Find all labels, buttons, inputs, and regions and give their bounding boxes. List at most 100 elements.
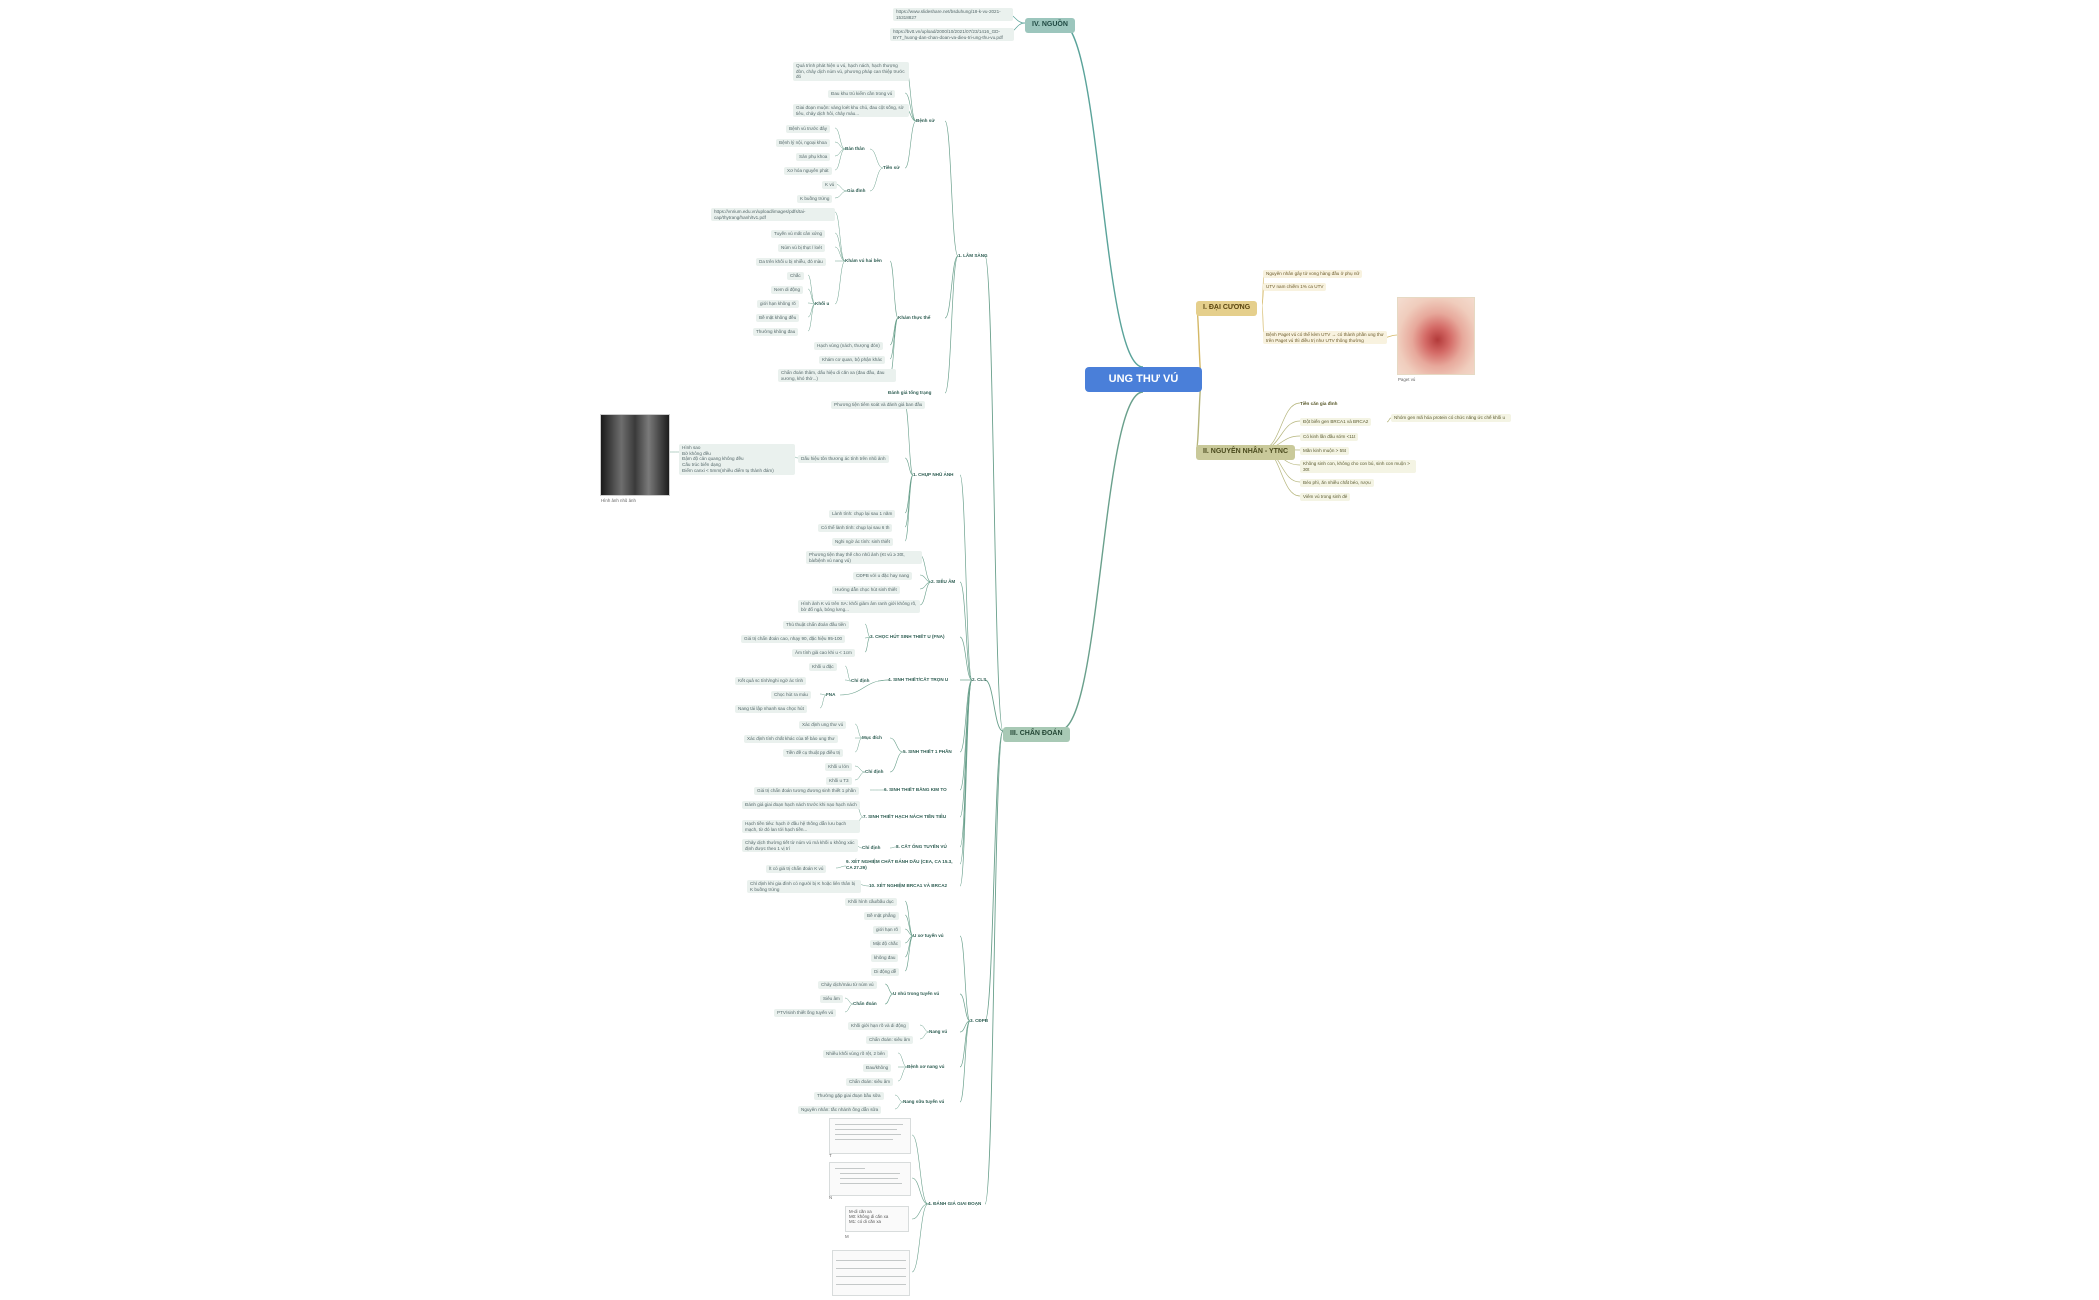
- connector: [835, 865, 847, 869]
- paget-breast-photo: [1397, 297, 1475, 375]
- staging-n-thumbnail[interactable]: [829, 1162, 911, 1196]
- ddx-fibroadenoma-item: không đau: [871, 954, 899, 962]
- cls-label[interactable]: 2. CLS: [972, 677, 987, 682]
- branch-sources[interactable]: IV. NGUỒN: [1025, 18, 1075, 33]
- connector: [894, 1101, 904, 1110]
- connector: [834, 148, 846, 171]
- staging-t-caption: T: [829, 1153, 832, 1158]
- cls-partial-item: Tiền đề cụ thuật pp điều trị: [783, 749, 844, 757]
- staging-table-thumbnail[interactable]: [832, 1250, 910, 1296]
- connector: [959, 1020, 971, 1033]
- clinical-breast-exam-link[interactable]: https://vnrium.edu.vn/upload/images/pdfs…: [711, 208, 835, 222]
- ddx-fibroadenoma-item: Khối hình cầu/bầu dục: [845, 898, 897, 906]
- clinical-mass-item: giới hạn không rõ: [757, 300, 799, 308]
- cls-mammo-item: Dấu hiệu tôn thương ác tính trên nhũ ảnh: [798, 455, 889, 463]
- clinical-label[interactable]: 1. LÂM SÀNG: [958, 253, 988, 258]
- root-topic[interactable]: UNG THƯ VÚ: [1085, 367, 1202, 392]
- clinical-breast-exam-item: Núm vú bị thụt / loét: [778, 244, 825, 252]
- cls-core-item: Kết quả sc tính/nghi ngờ ác tính: [735, 677, 807, 685]
- ddx-galactocele-label[interactable]: Nang sữa tuyến vú: [903, 1099, 945, 1104]
- connector: [904, 120, 917, 169]
- cls-needle-label[interactable]: 6. SINH THIẾT BẰNG KIM TO: [884, 787, 947, 792]
- cls-core-indication-label: Chỉ định: [851, 678, 870, 683]
- cls-core-item: Chọc hút ra máu: [771, 691, 811, 699]
- causes-item: Đột biến gen BRCA1 và BRCA2: [1300, 418, 1372, 426]
- cls-markers-label[interactable]: 9. XÉT NGHIỆM CHẤT ĐÁNH DẤU (CEA, CA 15.…: [846, 859, 953, 870]
- clinical-history-item: Đau khu trú kiểm cần trong vú: [828, 90, 896, 98]
- mammogram-image: [600, 414, 670, 496]
- connector: [944, 255, 959, 394]
- source-link-1[interactable]: https://www.slideshare.net/bsduhung/18-k…: [893, 8, 1013, 22]
- ddx-galactocele-item: Nguyên nhân: tắc nhánh ống dẫn sữa: [798, 1106, 882, 1114]
- cls-sentinel-label[interactable]: 7. SINH THIẾT HẠCH NÁCH TIỀN TIÊU: [863, 814, 947, 819]
- clinical-past-label: Tiền sử: [883, 165, 900, 170]
- connector: [844, 665, 852, 682]
- connector: [904, 457, 914, 476]
- connector: [889, 317, 899, 360]
- connector: [869, 167, 884, 192]
- cls-us-label[interactable]: 2. SIÊU ÂM: [931, 579, 956, 584]
- connector: [919, 1024, 930, 1033]
- connector: [854, 765, 866, 773]
- causes-item: Béo phì, ăn nhiều chất béo, rượu: [1300, 479, 1374, 487]
- ddx-fibroadenoma-label[interactable]: U xơ tuyến vú: [913, 933, 944, 938]
- causes-note: Nhóm gen mã hóa protein có chức năng ức …: [1391, 414, 1511, 422]
- staging-m-thumbnail[interactable]: M-di căn xa M0: không di căn xa M1: có d…: [845, 1206, 909, 1232]
- clinical-self-item: Xơ hóa nguyên phát: [784, 167, 832, 175]
- ddx-papilloma-item: Chảy dịch/máu từ núm vú: [818, 981, 877, 989]
- branch-causes[interactable]: II. NGUYÊN NHÂN - YTNC: [1196, 445, 1296, 460]
- causes-family-history: Tiền căn gia đình: [1300, 401, 1338, 406]
- clinical-exam-item: Khám cơ quan, bộ phận khác: [819, 356, 886, 364]
- ddx-cyst-label[interactable]: Nang vú: [929, 1029, 948, 1034]
- clinical-general-status: Đánh giá tổng trạng: [888, 390, 932, 395]
- clinical-exam-item: Hạch vùng (nách, thượng đòn): [814, 342, 883, 350]
- staging-m-caption: M: [845, 1234, 849, 1239]
- connector: [959, 474, 973, 681]
- causes-item: Không sinh con, không cho con bú, sinh c…: [1300, 460, 1416, 474]
- connector: [807, 288, 816, 305]
- clinical-mass-item: Chắc: [787, 272, 804, 280]
- cls-duct-label[interactable]: 8. CẮT ỐNG TUYẾN VÚ: [896, 844, 947, 849]
- cls-partial-label[interactable]: 5. SINH THIẾT 1 PHẦN: [903, 749, 952, 754]
- branch-diagnosis[interactable]: III. CHẨN ĐOÁN: [1003, 727, 1070, 742]
- cls-markers-item: Ít có giá trị chẩn đoán K vú: [766, 865, 827, 873]
- staging-t-thumbnail[interactable]: [829, 1118, 911, 1154]
- clinical-self-item: Sản phụ khoa: [796, 153, 831, 161]
- clinical-history-item: Quá trình phát hiện u vú, hạch nách, hạc…: [793, 62, 909, 82]
- connector: [904, 914, 914, 937]
- connector: [959, 1020, 971, 1103]
- connector: [959, 993, 971, 1022]
- cls-us-item: Hình ảnh K vú trên SA: khối giảm âm ranh…: [798, 600, 920, 614]
- clinical-family-item: K buồng trứng: [797, 195, 833, 203]
- cls-core-label[interactable]: 4. SINH THIẾT/CẮT TRỌN U: [888, 677, 949, 682]
- clinical-history-label: Bệnh sử: [916, 118, 935, 123]
- cls-partial-indication-label: Chỉ định: [865, 769, 884, 774]
- connector: [807, 302, 816, 305]
- cls-fna-item: Âm tính giả cao khi u < 1cm: [792, 649, 855, 657]
- source-link-2[interactable]: https://bvtt.vn/upload/2000/10/2021/07/2…: [890, 28, 1014, 42]
- connector: [864, 623, 871, 638]
- branch-general[interactable]: I. ĐẠI CƯƠNG: [1196, 301, 1258, 316]
- cls-fna-label[interactable]: 3. CHỌC HÚT SINH THIẾT U (FNA): [870, 634, 945, 639]
- ddx-papilloma-label[interactable]: U nhú trong tuyến vú: [893, 991, 940, 996]
- clinical-breast-exam-item: Da trên khối u bị nhiễu, đỏ màu: [756, 258, 826, 266]
- ddx-fibrocystic-label[interactable]: Bệnh xơ nang vú: [907, 1064, 945, 1069]
- ddx-label[interactable]: 3. CĐPB: [970, 1018, 989, 1023]
- connector: [959, 636, 973, 681]
- ddx-papilloma-diagnosis-label: Chẩn đoán: [853, 1001, 877, 1006]
- connector: [897, 1052, 908, 1068]
- connector: [834, 148, 846, 157]
- cls-mammo-label[interactable]: 1. CHỤP NHŨ ẢNH: [913, 472, 954, 477]
- clinical-family-label: Gia đình: [847, 188, 866, 193]
- connector: [889, 846, 897, 849]
- ddx-fibrocystic-item: Nhiều khối vùng rõ rệt, 2 bên: [823, 1050, 888, 1058]
- connector: [959, 581, 973, 681]
- connector: [984, 679, 1004, 732]
- connector: [834, 141, 846, 150]
- ddx-fibroadenoma-item: Di động dễ: [871, 968, 900, 976]
- staging-label[interactable]: 4. ĐÁNH GIÁ GIAI ĐOẠN: [928, 1201, 982, 1206]
- connector: [834, 260, 846, 305]
- connector: [807, 303, 816, 318]
- general-item: UTV nam chiếm 1% ca UTV: [1263, 283, 1327, 291]
- cls-brca-label[interactable]: 10. XÉT NGHIỆM BRCA1 VÀ BRCA2: [869, 883, 948, 888]
